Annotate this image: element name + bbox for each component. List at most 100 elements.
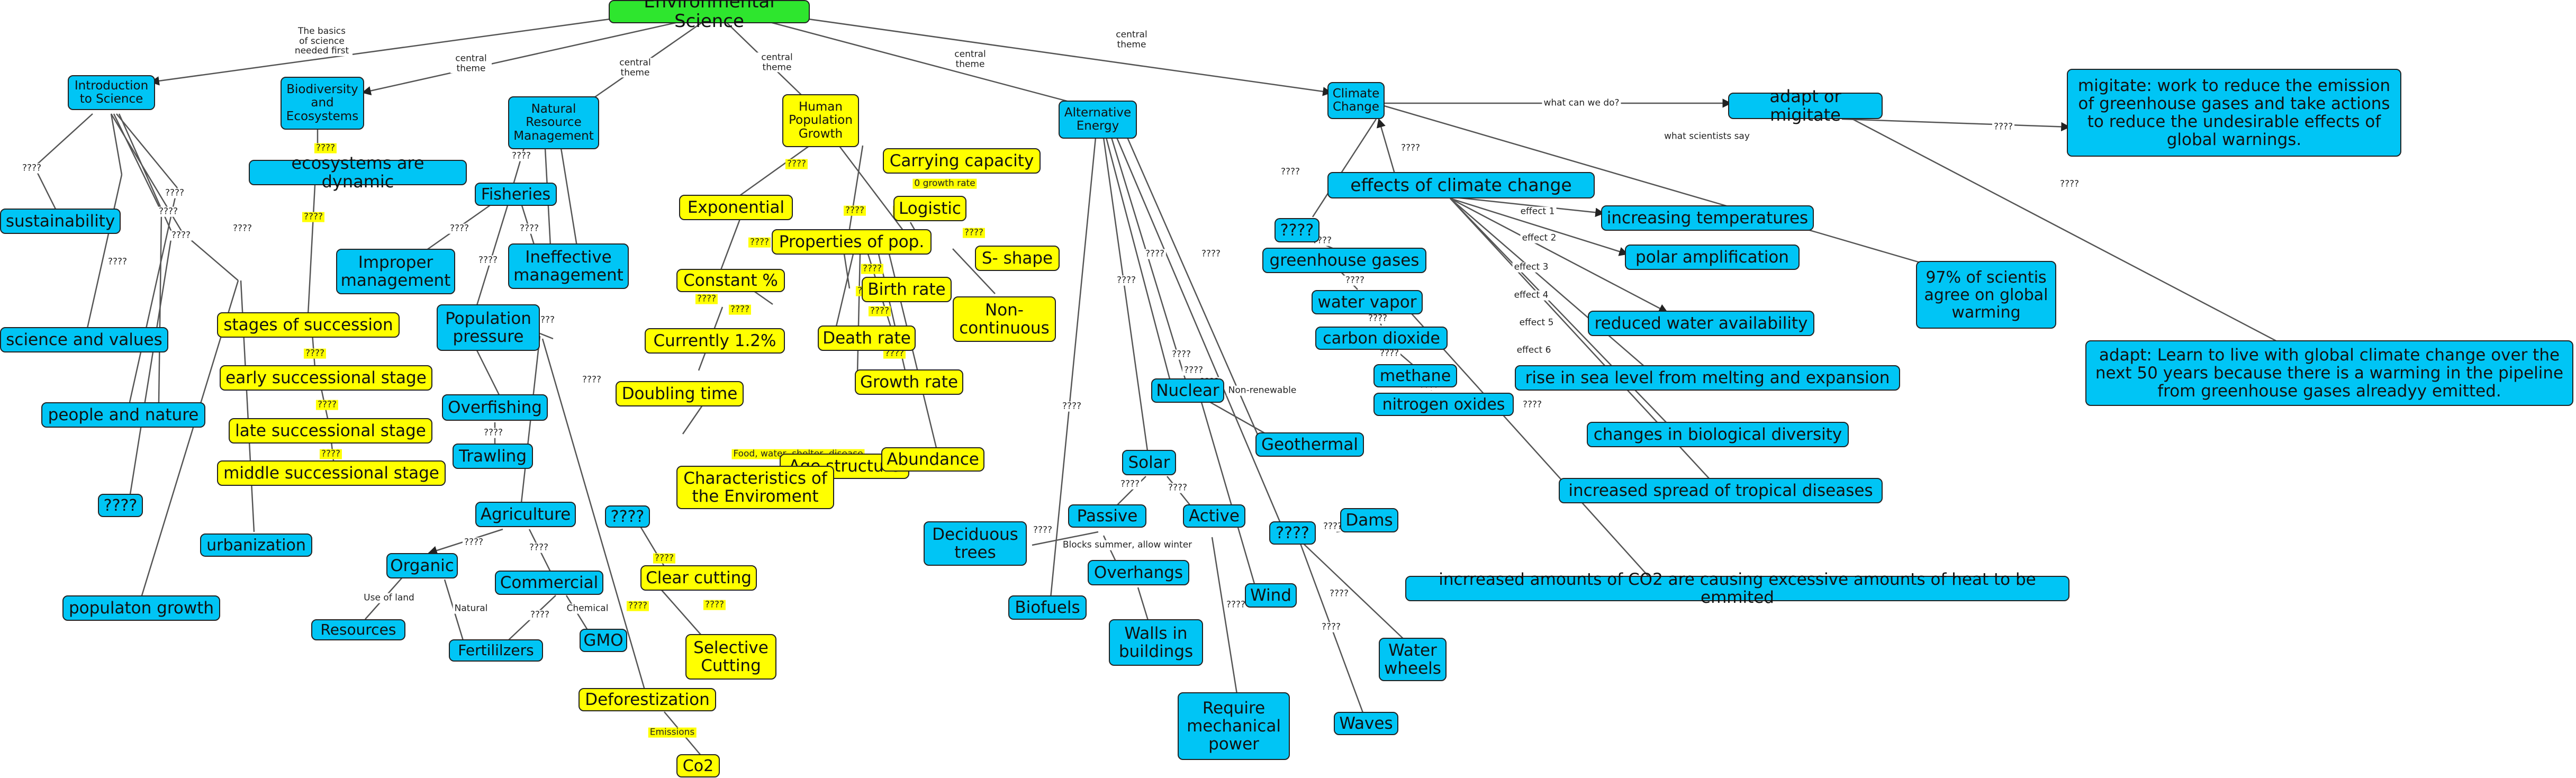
edge-label-q-hpg-7: ????: [728, 304, 752, 315]
node-tropical-diseases[interactable]: increased spread of tropical diseases: [1559, 478, 1883, 503]
edge-label-q-nrm-13: ????: [626, 601, 649, 611]
node-organic[interactable]: Organic: [386, 553, 458, 578]
node-climate-question[interactable]: ????: [1275, 218, 1319, 242]
node-people-and-nature[interactable]: people and nature: [41, 402, 205, 428]
node-require-mechanical-power[interactable]: Require mechanical power: [1178, 692, 1290, 760]
node-wind[interactable]: Wind: [1245, 583, 1297, 608]
node-stages-of-succession[interactable]: stages of succession: [217, 312, 400, 338]
node-resources[interactable]: Resources: [311, 619, 405, 640]
edge-label-q-hpg-8: ????: [861, 264, 884, 274]
node-co2-emissions[interactable]: Co2: [676, 754, 720, 777]
node-abundance[interactable]: Abundance: [881, 447, 984, 472]
node-introduction-to-science[interactable]: Introduction to Science: [68, 75, 155, 110]
node-urbanization[interactable]: urbanization: [200, 533, 312, 557]
edge-label-q-intro-3: ????: [163, 188, 186, 198]
node-rise-in-sea-level[interactable]: rise in sea level from melting and expan…: [1515, 365, 1900, 391]
node-changes-biological-diversity[interactable]: changes in biological diversity: [1587, 422, 1849, 447]
node-improper-management[interactable]: Improper management: [336, 249, 455, 294]
node-carrying-capacity[interactable]: Carrying capacity: [883, 148, 1041, 174]
node-waves[interactable]: Waves: [1334, 712, 1398, 735]
node-fisheries[interactable]: Fisheries: [475, 183, 557, 206]
node-currently-1-2-percent[interactable]: Currently 1.2%: [645, 328, 785, 354]
node-population-growth[interactable]: populaton growth: [62, 595, 220, 621]
node-clear-cutting[interactable]: Clear cutting: [640, 565, 757, 591]
node-commercial[interactable]: Commercial: [495, 571, 603, 595]
node-adapt-definition[interactable]: adapt: Learn to live with global climate…: [2085, 340, 2573, 406]
root-environmental-science[interactable]: Environmental Science: [609, 0, 810, 31]
node-deciduous-trees[interactable]: Deciduous trees: [924, 521, 1027, 566]
node-deforestation[interactable]: Deforestization: [579, 688, 716, 711]
node-97-percent-scientists[interactable]: 97% of scientis agree on global warming: [1916, 261, 2056, 329]
edge-label-what-scientists-say: what scientists say: [1662, 131, 1751, 142]
edge-label-q-nrm-6: ????: [580, 375, 603, 385]
node-alt-question[interactable]: ????: [1269, 521, 1316, 545]
node-population-pressure[interactable]: Population pressure: [437, 304, 540, 351]
node-adapt-or-mitigate[interactable]: adapt or migitate: [1728, 87, 1883, 124]
node-nrm-question[interactable]: ????: [605, 505, 650, 528]
node-greenhouse-gases[interactable]: greenhouse gases: [1262, 248, 1426, 273]
node-climate-change[interactable]: Climate Change: [1327, 82, 1385, 119]
node-death-rate[interactable]: Death rate: [818, 325, 916, 351]
node-water-vapor[interactable]: water vapor: [1312, 290, 1423, 314]
node-trawling[interactable]: Trawling: [453, 444, 533, 469]
node-late-successional-stage[interactable]: late successional stage: [229, 418, 432, 444]
node-water-wheels[interactable]: Water wheels: [1379, 638, 1447, 681]
node-exponential[interactable]: Exponential: [679, 195, 793, 220]
node-logistic[interactable]: Logistic: [893, 196, 966, 221]
node-middle-successional-stage[interactable]: middle successional stage: [217, 460, 446, 486]
node-reduced-water-availability[interactable]: reduced water availability: [1588, 311, 1814, 336]
node-solar[interactable]: Solar: [1122, 450, 1176, 475]
node-constant-percent[interactable]: Constant %: [676, 269, 785, 292]
edge-label-effect-4: effect 4: [1512, 290, 1550, 301]
edge-label-q-nrm-8: ????: [482, 428, 505, 438]
node-growth-rate[interactable]: Growth rate: [855, 369, 963, 395]
node-increasing-temperatures[interactable]: increasing temperatures: [1601, 205, 1814, 231]
node-doubling-time[interactable]: Doubling time: [616, 381, 744, 406]
node-walls-in-buildings[interactable]: Walls in buildings: [1109, 619, 1203, 666]
node-birth-rate[interactable]: Birth rate: [862, 277, 952, 302]
node-non-continuous[interactable]: Non-continuous: [953, 296, 1056, 342]
node-mitigate-definition[interactable]: migitate: work to reduce the emission of…: [2067, 69, 2401, 157]
node-science-and-values[interactable]: science and values: [0, 327, 168, 352]
edge-label-q-alt-14: ????: [1319, 622, 1343, 632]
node-biofuels[interactable]: Biofuels: [1008, 595, 1087, 620]
node-sustainability[interactable]: sustainability: [0, 209, 121, 234]
node-carbon-dioxide[interactable]: carbon dioxide: [1315, 327, 1448, 350]
node-characteristics-of-environment[interactable]: Characteristics of the Enviroment: [676, 466, 834, 509]
node-fertilizers[interactable]: Fertililzers: [449, 639, 543, 662]
edge-label-q-alt-1: ????: [1060, 401, 1083, 412]
edge-label-basics: The basics of science needed first: [291, 26, 352, 57]
node-early-successional-stage[interactable]: early successional stage: [220, 365, 432, 391]
node-intro-question[interactable]: ????: [98, 494, 143, 517]
node-ineffective-management[interactable]: Ineffective management: [508, 243, 629, 289]
node-active[interactable]: Active: [1183, 504, 1245, 528]
node-biodiversity-ecosystems[interactable]: Biodiversity and Ecosystems: [281, 77, 364, 130]
node-ecosystems-are-dynamic[interactable]: ecosystems are dynamic: [249, 153, 467, 191]
node-geothermal[interactable]: Geothermal: [1255, 432, 1364, 457]
node-natural-resource-management[interactable]: Natural Resource Management: [508, 96, 599, 149]
node-overfishing[interactable]: Overfishing: [442, 394, 548, 421]
node-passive[interactable]: Passive: [1068, 504, 1146, 528]
edge-label-q-nrm-1: ????: [510, 151, 533, 161]
node-overhangs[interactable]: Overhangs: [1088, 560, 1189, 585]
edge-label-q-hpg-4: ????: [962, 228, 986, 238]
node-agriculture[interactable]: Agriculture: [475, 502, 576, 527]
edge-label-q-cc-1: ????: [1279, 167, 1302, 177]
edge-label-q-alt-11: ????: [1224, 600, 1248, 610]
edge-label-central-theme-alt: central theme: [950, 49, 991, 69]
edge-label-q-methane: ????: [1378, 348, 1401, 359]
node-alternative-energy[interactable]: Alternative Energy: [1059, 101, 1137, 139]
node-nuclear[interactable]: Nuclear: [1151, 378, 1224, 403]
node-methane[interactable]: methane: [1373, 364, 1457, 387]
edge-label-q-alt-3: ????: [1143, 249, 1167, 259]
node-nitrogen-oxides[interactable]: nitrogen oxides: [1373, 393, 1514, 416]
node-s-shape[interactable]: S- shape: [975, 246, 1060, 271]
node-selective-cutting[interactable]: Selective Cutting: [685, 634, 776, 680]
node-effects-of-climate-change[interactable]: effects of climate change: [1327, 172, 1595, 198]
node-co2-excessive-heat[interactable]: incrreased amounts of CO2 are causing ex…: [1405, 571, 2069, 607]
node-gmo[interactable]: GMO: [580, 629, 627, 652]
node-polar-amplification[interactable]: polar amplification: [1625, 245, 1800, 270]
node-human-population-growth[interactable]: Human Population Growth: [782, 94, 859, 147]
node-properties-of-population[interactable]: Properties of pop.: [772, 229, 932, 255]
node-dams[interactable]: Dams: [1340, 508, 1398, 532]
